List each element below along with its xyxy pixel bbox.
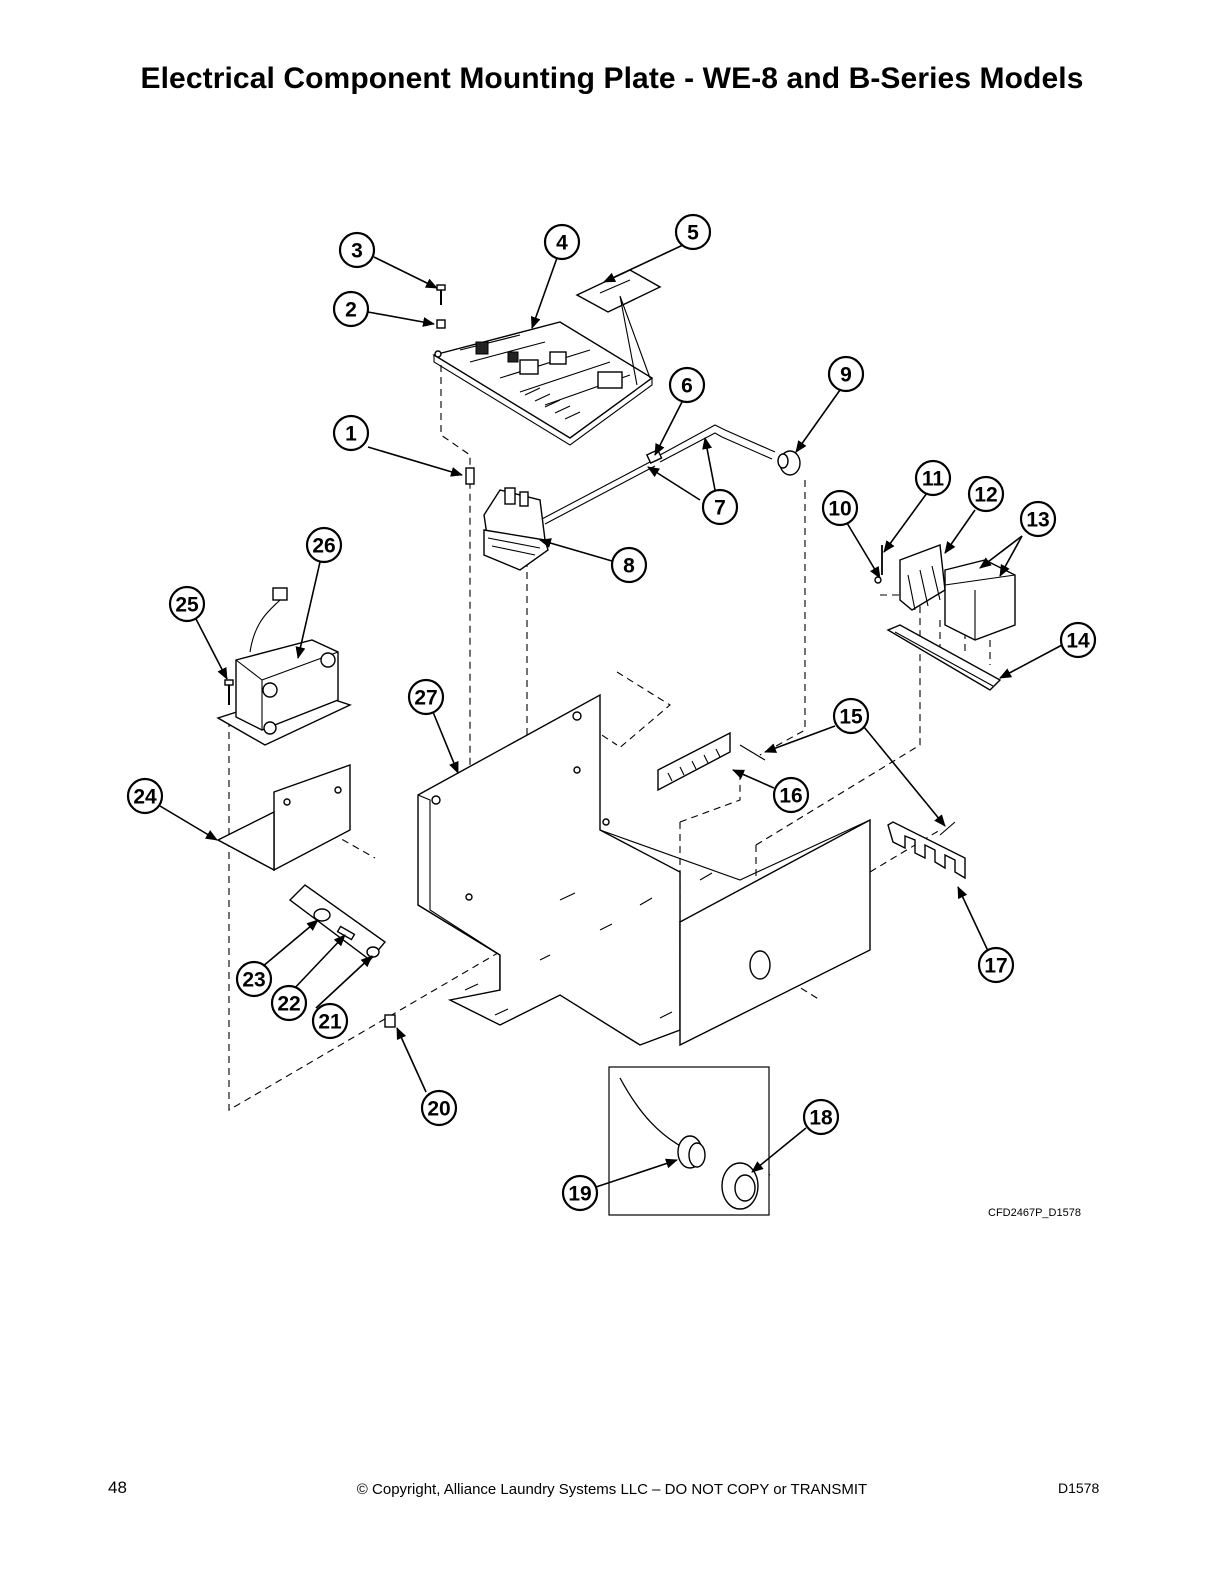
control-board xyxy=(432,321,654,446)
svg-text:27: 27 xyxy=(414,687,437,710)
pressure-tubing xyxy=(539,424,801,525)
callout-8: 8 xyxy=(610,546,648,584)
copyright-notice: © Copyright, Alliance Laundry Systems LL… xyxy=(356,1481,868,1498)
svg-text:24: 24 xyxy=(133,786,157,809)
screw-part-25 xyxy=(224,679,234,705)
svg-text:14: 14 xyxy=(1066,630,1090,653)
callout-4: 4 xyxy=(543,223,581,261)
page-number: 48 xyxy=(108,1478,127,1497)
svg-text:8: 8 xyxy=(623,555,635,578)
standoff-part-1 xyxy=(465,467,475,485)
svg-text:6: 6 xyxy=(681,375,693,398)
svg-text:13: 13 xyxy=(1026,509,1049,532)
contactor-assembly-parts-10-14 xyxy=(874,544,1016,691)
svg-text:17: 17 xyxy=(984,955,1007,978)
terminal-block-part-16 xyxy=(657,731,731,792)
svg-text:1: 1 xyxy=(345,423,357,446)
clip-part-20 xyxy=(384,1014,396,1028)
svg-text:23: 23 xyxy=(242,969,265,992)
page-title: Electrical Component Mounting Plate - WE… xyxy=(140,62,1084,95)
drawing-id: CFD2467P_D1578 xyxy=(988,1207,1081,1219)
svg-text:7: 7 xyxy=(714,497,726,520)
leader-lines xyxy=(159,244,1063,1188)
spacer-part-2 xyxy=(436,319,446,329)
callout-26: 26 xyxy=(305,526,343,564)
callout-5: 5 xyxy=(674,213,712,251)
callout-23: 23 xyxy=(235,960,273,998)
callout-1: 1 xyxy=(332,414,370,452)
callout-7: 7 xyxy=(701,488,739,526)
callout-16: 16 xyxy=(772,776,810,814)
svg-text:26: 26 xyxy=(312,535,335,558)
probe-part-15 xyxy=(739,744,956,836)
svg-text:12: 12 xyxy=(974,484,997,507)
callout-12: 12 xyxy=(967,475,1005,513)
callout-15: 15 xyxy=(832,697,870,735)
callout-3: 3 xyxy=(338,231,376,269)
callout-19: 19 xyxy=(561,1174,599,1212)
svg-text:10: 10 xyxy=(828,498,851,521)
svg-text:20: 20 xyxy=(427,1098,450,1121)
bracket-part-17 xyxy=(887,821,966,880)
callout-22: 22 xyxy=(270,984,308,1022)
screw-part-3 xyxy=(436,284,446,305)
mounting-plate-part-27 xyxy=(417,693,871,1047)
svg-text:3: 3 xyxy=(351,240,363,263)
svg-text:11: 11 xyxy=(922,468,945,491)
callout-21: 21 xyxy=(311,1002,349,1040)
svg-text:19: 19 xyxy=(568,1183,591,1206)
callout-14: 14 xyxy=(1059,621,1097,659)
svg-text:18: 18 xyxy=(809,1107,833,1130)
document-id: D1578 xyxy=(1058,1480,1100,1496)
svg-text:22: 22 xyxy=(277,993,300,1016)
callout-6: 6 xyxy=(668,366,706,404)
callout-11: 11 xyxy=(914,459,952,497)
callout-24: 24 xyxy=(126,777,164,815)
callout-9: 9 xyxy=(827,355,865,393)
callout-2: 2 xyxy=(332,290,370,328)
svg-text:9: 9 xyxy=(840,364,852,387)
svg-text:25: 25 xyxy=(175,594,199,617)
callout-27: 27 xyxy=(407,678,445,716)
svg-text:2: 2 xyxy=(345,299,357,322)
label-part-5 xyxy=(575,269,662,313)
callout-25: 25 xyxy=(168,585,206,623)
svg-text:4: 4 xyxy=(556,232,568,255)
grommet-inset-parts-18-19 xyxy=(608,1066,770,1216)
svg-text:5: 5 xyxy=(687,222,699,245)
svg-text:15: 15 xyxy=(839,706,863,729)
callout-20: 20 xyxy=(420,1089,458,1127)
pressure-switch-part-8 xyxy=(483,487,549,571)
fuse-holder-parts-21-23 xyxy=(288,884,387,961)
callout-13: 13 xyxy=(1019,500,1057,538)
svg-text:21: 21 xyxy=(318,1011,342,1034)
callout-17: 17 xyxy=(977,946,1015,984)
transformer-part-26 xyxy=(216,587,352,746)
transformer-bracket-part-24 xyxy=(216,764,351,872)
callout-18: 18 xyxy=(802,1098,840,1136)
svg-text:16: 16 xyxy=(779,785,802,808)
callout-10: 10 xyxy=(821,489,859,527)
